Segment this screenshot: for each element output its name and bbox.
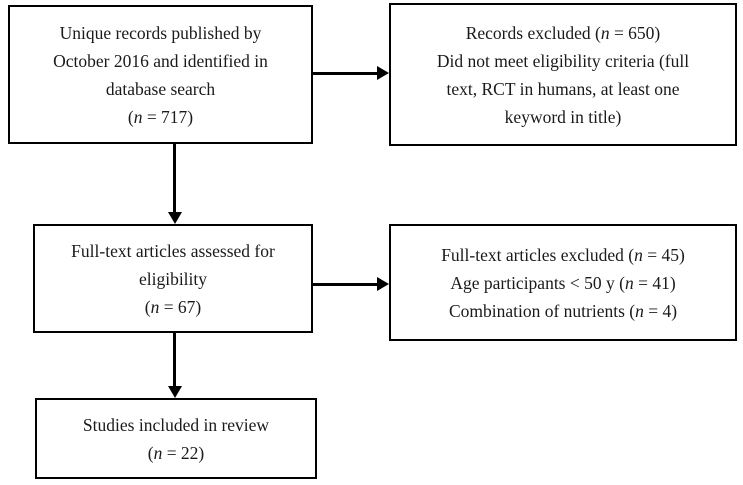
text-line: Studies included in review — [82, 414, 270, 435]
text-line: (n = 22) — [147, 442, 205, 463]
arrowhead-down-icon — [168, 212, 182, 224]
text-line: Did not meet eligibility criteria (full — [436, 50, 690, 71]
arrow-shaft — [313, 72, 377, 75]
text-line: (n = 717) — [127, 106, 194, 127]
text-line: Records excluded (n = 650) — [465, 22, 661, 43]
arrow-shaft — [173, 144, 176, 212]
text-line: Full-text articles assessed for — [71, 240, 275, 261]
text-line: Full-text articles excluded (n = 45) — [441, 244, 685, 265]
text-line: eligibility — [138, 268, 208, 289]
arrowhead-down-icon — [168, 386, 182, 398]
text-line: database search — [105, 78, 216, 99]
text-line: October 2016 and identified in — [53, 50, 268, 71]
box-unique-records: Unique records published by October 2016 … — [8, 5, 313, 144]
text-line: keyword in title) — [504, 106, 622, 127]
arrow-shaft — [313, 283, 377, 286]
arrowhead-right-icon — [377, 277, 389, 291]
arrow-shaft — [173, 333, 176, 386]
text-line: Combination of nutrients (n = 4) — [448, 300, 678, 321]
text-line: text, RCT in humans, at least one — [446, 78, 680, 99]
text-line: Age participants < 50 y (n = 41) — [450, 272, 676, 293]
box-records-excluded: Records excluded (n = 650) Did not meet e… — [389, 3, 737, 146]
box-studies-included: Studies included in review (n = 22) — [35, 398, 317, 479]
text-line: Unique records published by — [59, 22, 262, 43]
arrowhead-right-icon — [377, 66, 389, 80]
text-line: (n = 67) — [144, 296, 202, 317]
box-fulltext-excluded: Full-text articles excluded (n = 45) Age … — [389, 224, 737, 341]
box-fulltext-assessed: Full-text articles assessed for eligibili… — [33, 224, 313, 333]
